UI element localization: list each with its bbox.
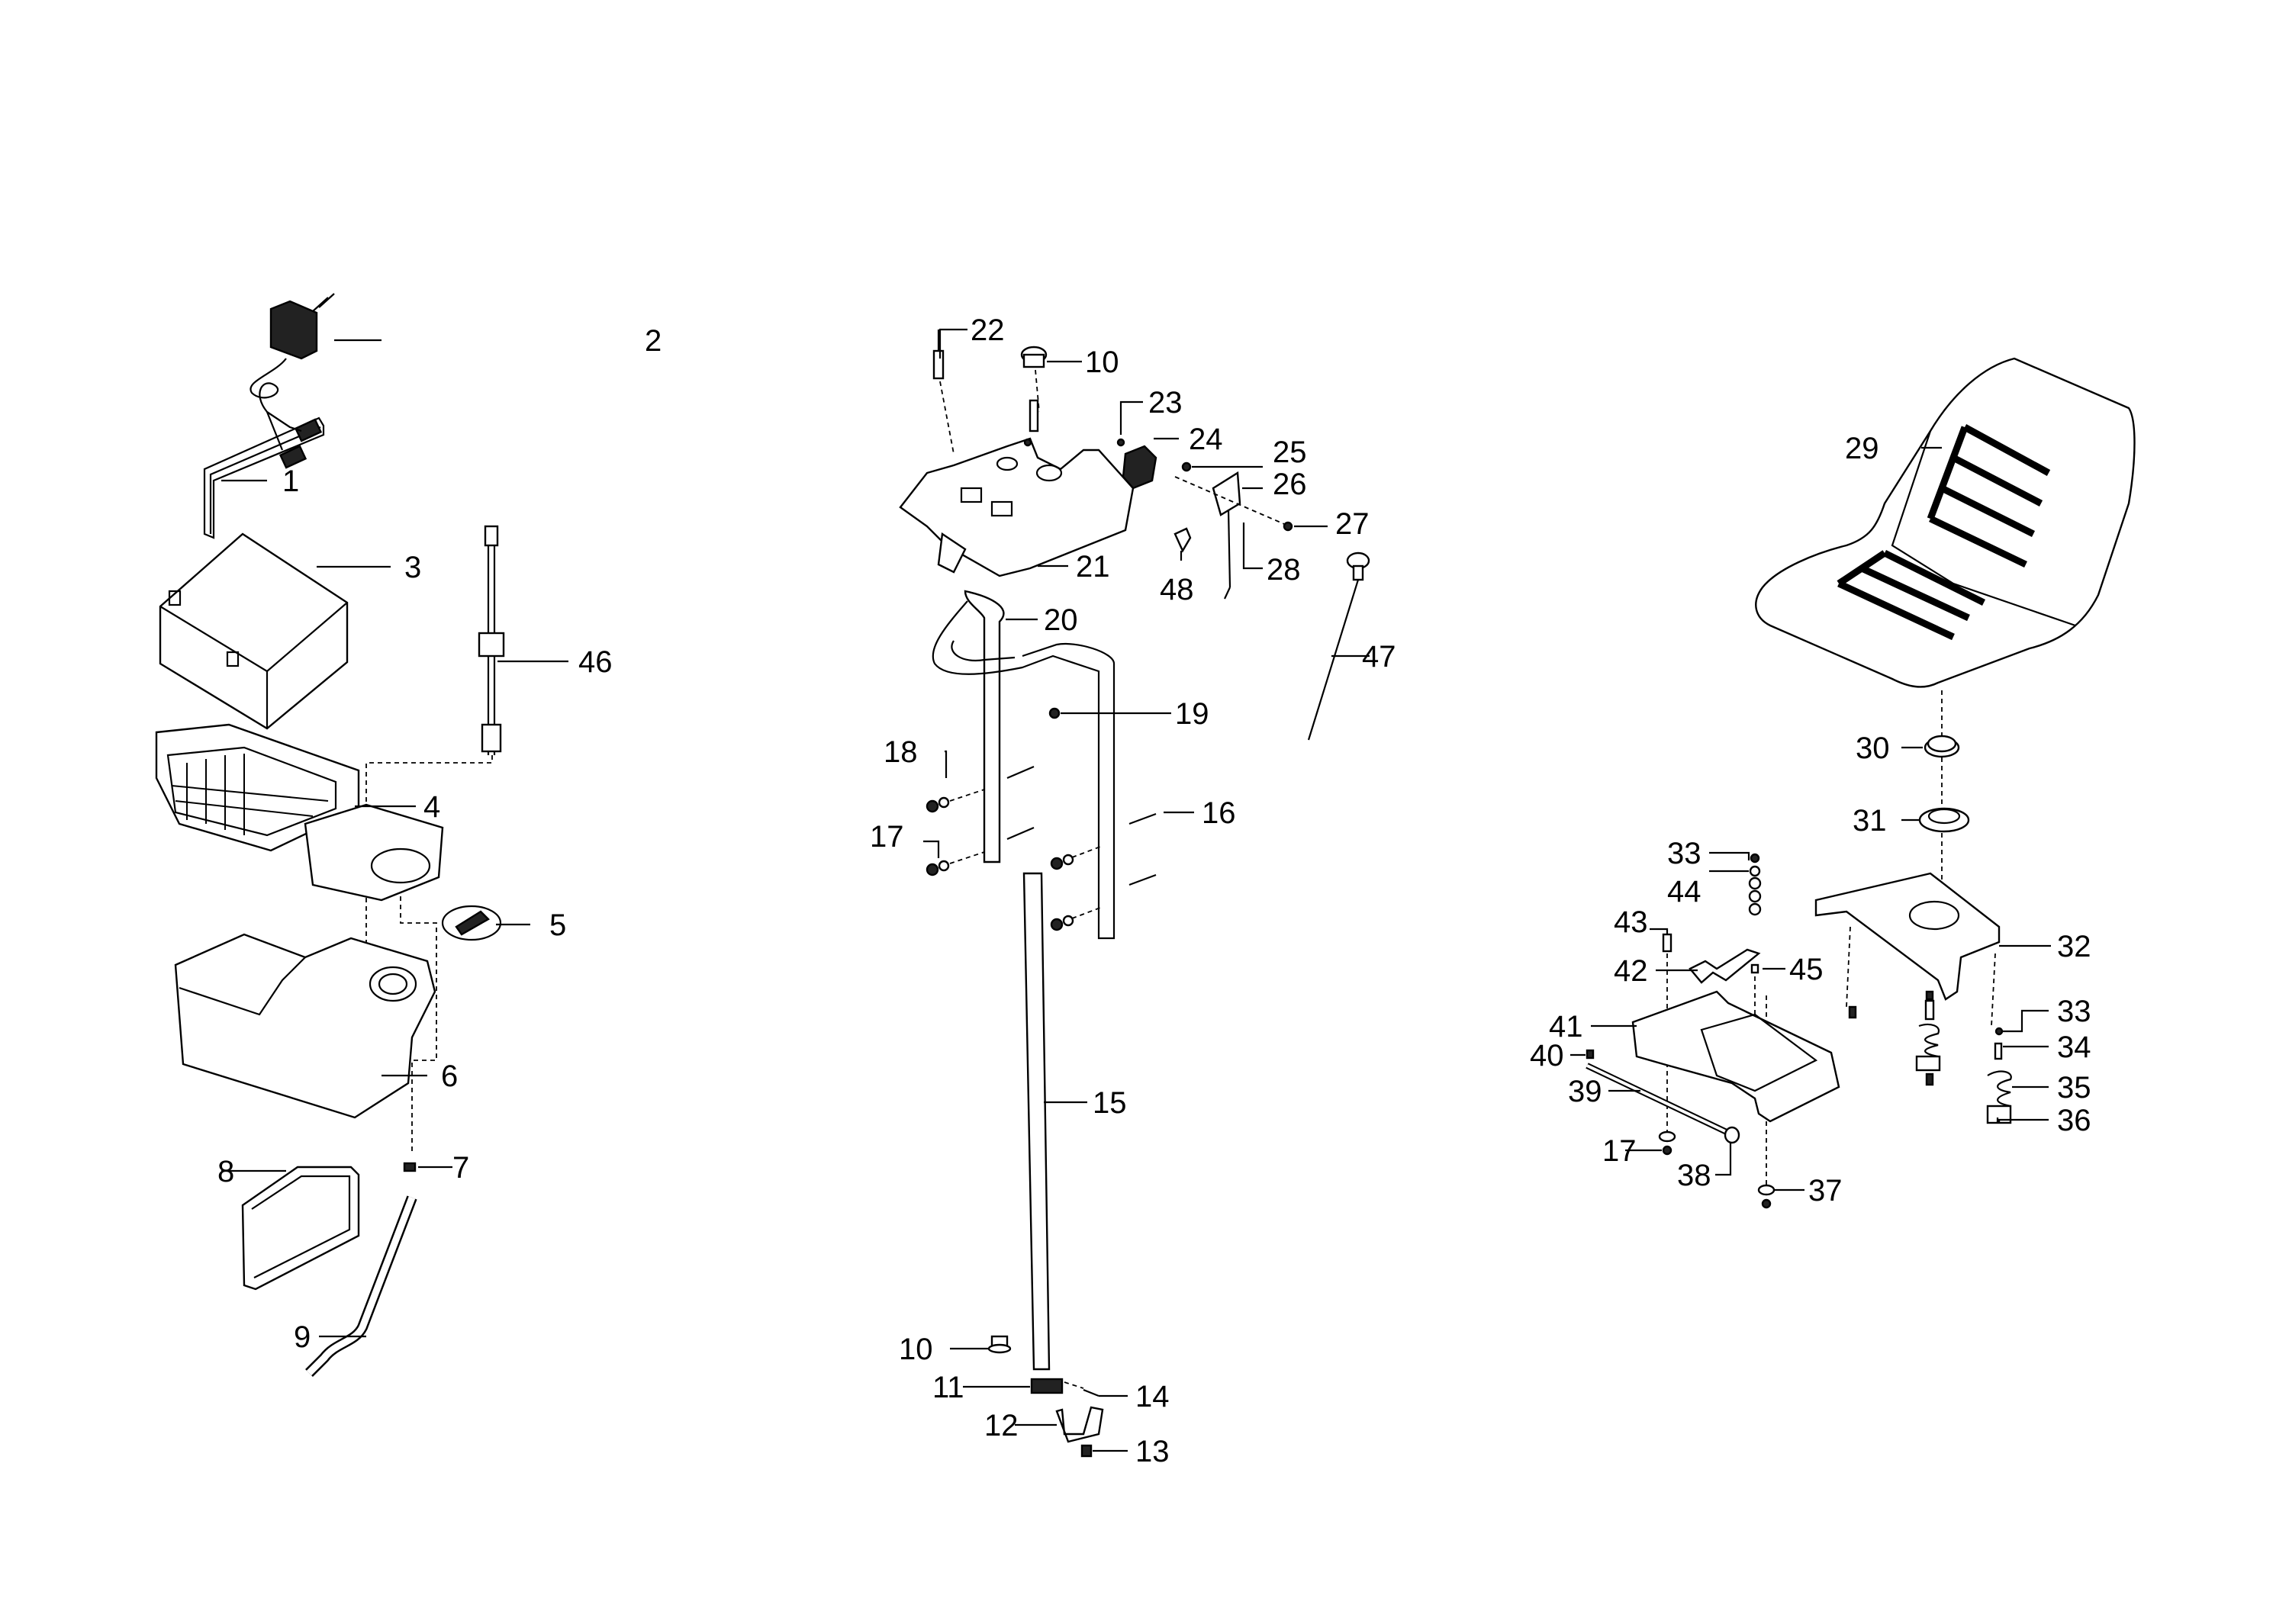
- callout-36: 36: [2057, 1104, 2091, 1137]
- callout-38: 38: [1677, 1159, 1711, 1192]
- part-22-bolt: [932, 328, 967, 455]
- callout-3: 3: [404, 551, 421, 584]
- callout-19: 19: [1175, 697, 1209, 731]
- part-20-handlebar-frame: [932, 590, 1171, 940]
- callout-32: 32: [2057, 930, 2091, 963]
- part-3-battery: [159, 532, 391, 730]
- callout-20: 20: [1044, 603, 1078, 637]
- part-30-knob: [1901, 735, 1960, 758]
- part-10-lower-bushing: [950, 1335, 1012, 1354]
- callout-7: 7: [452, 1151, 469, 1185]
- callout-labels: 1 2 3 4 5 6 7 8 9 46 22 10 23 24 25 26 2…: [217, 314, 2091, 1468]
- callout-1: 1: [282, 465, 299, 498]
- callout-46: 46: [578, 645, 613, 679]
- part-21-dash-plate: [899, 437, 1135, 577]
- callout-2: 2: [645, 324, 662, 358]
- callout-4: 4: [423, 790, 440, 824]
- part-25-26-bracket: [1174, 461, 1328, 532]
- part-9-hose: [305, 1195, 417, 1377]
- callout-43: 43: [1614, 905, 1648, 939]
- part-10-top-bushing: [1020, 346, 1082, 433]
- callout-10-bottom: 10: [899, 1333, 933, 1366]
- callout-17-right: 17: [1602, 1134, 1637, 1168]
- callout-45: 45: [1789, 953, 1824, 986]
- callout-48: 48: [1160, 573, 1194, 606]
- part-15-steering-shaft: [1022, 872, 1087, 1371]
- part-8-tank-strap: [221, 1166, 360, 1291]
- callout-35: 35: [2057, 1071, 2091, 1105]
- seat-springs: [1848, 990, 2049, 1124]
- callout-22: 22: [971, 314, 1005, 347]
- callout-13: 13: [1135, 1435, 1170, 1468]
- part-5-tank-cap: [441, 905, 530, 941]
- part-1-wire-handle: [203, 416, 325, 539]
- part-38-pin-head: [1715, 1126, 1740, 1176]
- part-4-battery-tray: [155, 723, 444, 902]
- part-23-nut: [1023, 400, 1143, 447]
- part-47-choke-cable: [1307, 552, 1370, 741]
- part-17-nut: [1625, 1130, 1676, 1156]
- part-12-bracket: [1015, 1406, 1128, 1458]
- part-2-charger: [250, 293, 382, 469]
- callout-34: 34: [2057, 1031, 2091, 1064]
- part-6-fuel-tank: [174, 933, 436, 1119]
- callout-18: 18: [884, 735, 918, 769]
- callout-40: 40: [1530, 1039, 1564, 1072]
- callout-5: 5: [549, 908, 566, 942]
- callout-42: 42: [1614, 954, 1648, 988]
- callout-10-top: 10: [1085, 346, 1119, 379]
- callout-12: 12: [984, 1409, 1019, 1442]
- callout-33-top: 33: [1667, 837, 1701, 870]
- part-41-seat-frame: [1591, 990, 1840, 1123]
- part-24-knob: [1122, 437, 1179, 490]
- callout-6: 6: [441, 1060, 458, 1093]
- callout-33-right: 33: [2057, 995, 2091, 1028]
- callout-26: 26: [1273, 468, 1307, 501]
- callout-8: 8: [217, 1155, 234, 1188]
- callout-28: 28: [1267, 553, 1301, 587]
- callout-16: 16: [1202, 796, 1236, 830]
- part-7-hose-clamp: [403, 1162, 452, 1172]
- part-11-gear: [963, 1378, 1128, 1397]
- part-28-cable: [1224, 509, 1263, 600]
- callout-11: 11: [932, 1371, 964, 1404]
- part-29-seat: [1755, 357, 2136, 688]
- callout-29: 29: [1845, 432, 1879, 465]
- callout-44: 44: [1667, 875, 1701, 908]
- part-37-nut: [1757, 1184, 1804, 1209]
- callout-41: 41: [1549, 1010, 1583, 1044]
- callout-14: 14: [1135, 1380, 1170, 1413]
- part-48-clip: [1173, 527, 1192, 561]
- part-46-fuel-sensor: [478, 525, 568, 755]
- callout-9: 9: [294, 1320, 311, 1354]
- callout-37: 37: [1808, 1174, 1843, 1208]
- part-39-pivot-rod: [1586, 1063, 1730, 1136]
- callout-17-mid: 17: [870, 820, 904, 854]
- fasteners-17-18-16: [923, 750, 1194, 931]
- callout-30: 30: [1856, 732, 1890, 765]
- part-31-adjuster: [1901, 807, 1970, 833]
- part-32-seat-plate: [1814, 872, 2051, 1027]
- callout-39: 39: [1568, 1075, 1602, 1108]
- callout-24: 24: [1189, 423, 1223, 456]
- callout-31: 31: [1853, 804, 1887, 838]
- part-40-clip: [1570, 1049, 1595, 1060]
- callout-15: 15: [1093, 1086, 1127, 1120]
- callout-21: 21: [1076, 550, 1110, 584]
- callout-25: 25: [1273, 436, 1307, 469]
- callout-47: 47: [1362, 640, 1396, 674]
- callout-23: 23: [1148, 386, 1183, 420]
- callout-27: 27: [1335, 507, 1370, 541]
